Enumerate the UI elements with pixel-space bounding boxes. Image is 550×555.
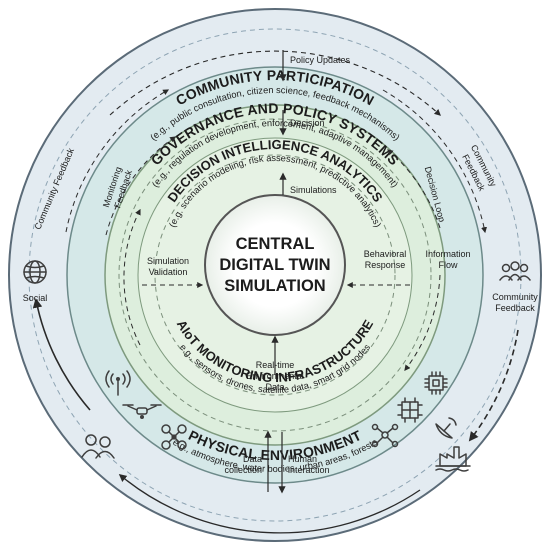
simulation-validation-label-1: Simulation bbox=[147, 256, 189, 266]
behavioral-response-label-1: Behavioral bbox=[364, 249, 407, 259]
community-ring-inner-border bbox=[28, 28, 522, 522]
outer-right-arrow bbox=[468, 329, 519, 442]
decision-ring-dashed bbox=[118, 118, 432, 432]
network-icon bbox=[371, 423, 399, 448]
realtime-label-1: Real-time bbox=[256, 360, 295, 370]
chip-icon bbox=[424, 371, 448, 395]
human-interaction-label-2: interaction bbox=[288, 465, 330, 475]
policy-updates-label: Policy Updates bbox=[290, 55, 351, 65]
simulations-label: Simulations bbox=[290, 185, 337, 195]
circuit-icon bbox=[397, 397, 423, 423]
factory-icon bbox=[435, 446, 471, 472]
outer-social-arrow bbox=[32, 298, 91, 411]
decision-loop-arrow bbox=[387, 149, 441, 229]
core-circle bbox=[204, 194, 346, 336]
data-collection-label-1: Data bbox=[243, 454, 262, 464]
decision-label: Decision bbox=[290, 118, 325, 128]
satellite-dish-icon bbox=[435, 417, 457, 439]
core-title-line1: CENTRAL bbox=[236, 235, 315, 253]
behavioral-response-label-2: Response bbox=[365, 260, 406, 270]
antenna-icon bbox=[105, 370, 131, 396]
realtime-label-3: Data bbox=[265, 382, 284, 392]
core-title-line2: DIGITAL TWIN bbox=[219, 256, 330, 274]
information-flow-label-1: Information bbox=[425, 249, 470, 259]
data-collection-label-2: collection bbox=[224, 465, 262, 475]
outer-top-arrow bbox=[109, 50, 441, 116]
inner-dashed-ring bbox=[154, 154, 396, 396]
monitoring-feedback-arrow bbox=[105, 136, 176, 236]
community-icon bbox=[499, 261, 531, 281]
people-icon bbox=[81, 434, 115, 459]
quadcopter-icon bbox=[161, 424, 187, 450]
social-label: Social bbox=[23, 293, 48, 303]
realtime-label-2: Environmental bbox=[246, 371, 304, 381]
core-title-line3: SIMULATION bbox=[224, 277, 325, 295]
simulation-validation-label-2: Validation bbox=[149, 267, 188, 277]
human-interaction-label-1: Human bbox=[288, 454, 317, 464]
information-flow-label-2: Flow bbox=[438, 260, 458, 270]
information-flow-arrow bbox=[404, 274, 441, 371]
community-feedback-left-arrow bbox=[65, 89, 170, 233]
community-feedback-outer-label-2: Feedback bbox=[495, 303, 535, 313]
globe-icon bbox=[23, 260, 47, 284]
community-feedback-outer-label-1: Community bbox=[492, 292, 538, 302]
outer-bottom-left-arrow bbox=[118, 474, 421, 534]
community-feedback-right-arrow bbox=[382, 89, 487, 234]
drone-icon bbox=[122, 404, 162, 419]
